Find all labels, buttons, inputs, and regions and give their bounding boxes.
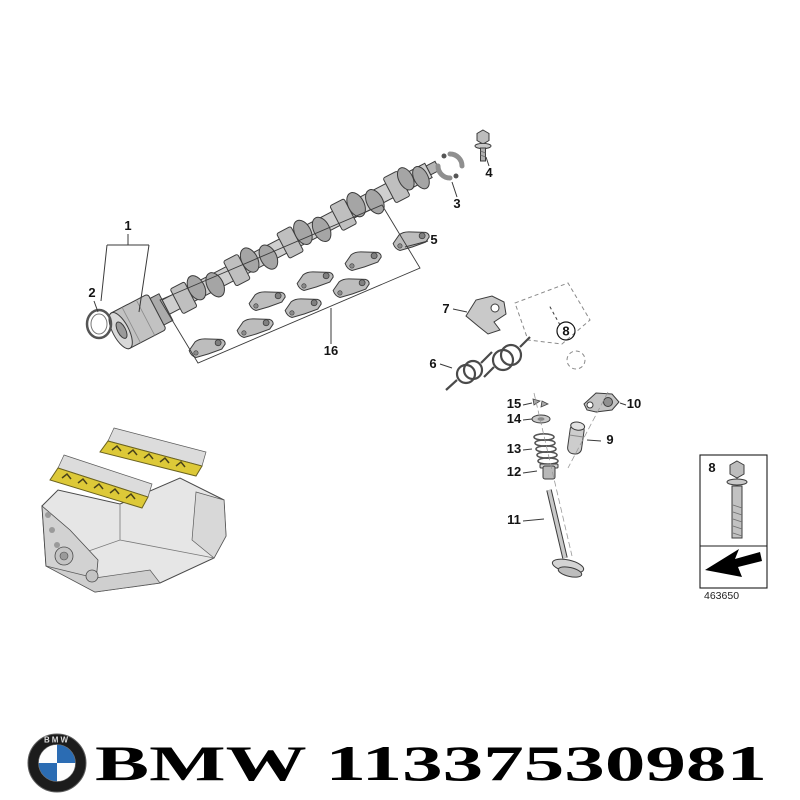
lash-adjuster xyxy=(567,421,586,455)
callout-14: 14 xyxy=(507,411,522,426)
rocker-arm xyxy=(330,273,372,300)
rocker-follower xyxy=(583,392,620,413)
dashed-leader-8 xyxy=(548,304,561,326)
bolt-part xyxy=(474,129,492,162)
cam-lobe-marks xyxy=(61,444,186,500)
valve-keepers xyxy=(532,398,549,408)
callout-6: 6 xyxy=(429,356,436,371)
callout-7: 7 xyxy=(442,301,449,316)
bmw-logo: BMW xyxy=(27,733,87,793)
callout-1: 1 xyxy=(124,218,131,233)
callout-15: 15 xyxy=(507,396,521,411)
rocker-arm xyxy=(294,266,336,293)
torsion-springs xyxy=(445,336,531,391)
valve xyxy=(546,489,585,578)
callout-11: 11 xyxy=(507,512,521,527)
ref-box: 8 xyxy=(699,454,768,589)
callout-12: 12 xyxy=(507,464,521,479)
ref-box-label: 8 xyxy=(708,460,715,475)
engine-inset-illustration xyxy=(41,427,227,593)
ref-box-bolt xyxy=(726,460,748,539)
callout-13: 13 xyxy=(507,441,521,456)
logo-quadrant-tr xyxy=(57,744,76,763)
assembly-axis xyxy=(533,391,609,557)
callout-16: 16 xyxy=(324,343,338,358)
logo-quadrant-br xyxy=(57,763,76,782)
ghost-outline xyxy=(514,282,591,370)
callout-4: 4 xyxy=(485,165,493,180)
valve-seal xyxy=(539,463,559,480)
parts-box-outline xyxy=(159,204,421,364)
rocker-arm xyxy=(342,246,384,273)
callout-8: 8 xyxy=(562,324,569,339)
rocker-arm xyxy=(246,286,288,313)
logo-wordmark: BMW xyxy=(44,736,70,745)
part-number-text: BMW 11337530981 xyxy=(95,735,767,791)
callout-2: 2 xyxy=(88,285,95,300)
direction-arrow-icon xyxy=(705,549,762,577)
oring-part xyxy=(85,308,113,340)
cam-highlight-band-lower xyxy=(49,467,149,509)
camshaft-drawing xyxy=(108,160,441,350)
callout-3: 3 xyxy=(453,196,460,211)
cam-highlight-band-upper xyxy=(99,440,203,477)
callout-10: 10 xyxy=(627,396,641,411)
callout-9: 9 xyxy=(606,432,613,447)
logo-quadrant-bl xyxy=(38,763,57,782)
callout-8-circle xyxy=(556,321,576,341)
valve-spring xyxy=(533,432,559,465)
bracket-part xyxy=(465,295,507,335)
leader-lines xyxy=(93,156,627,522)
clamp-part xyxy=(435,151,465,181)
logo-quadrant-tl xyxy=(38,744,57,763)
ref-box-code: 463650 xyxy=(704,590,739,602)
callout-5: 5 xyxy=(430,232,437,247)
rocker-arm xyxy=(234,313,276,340)
rocker-arm xyxy=(282,293,324,320)
